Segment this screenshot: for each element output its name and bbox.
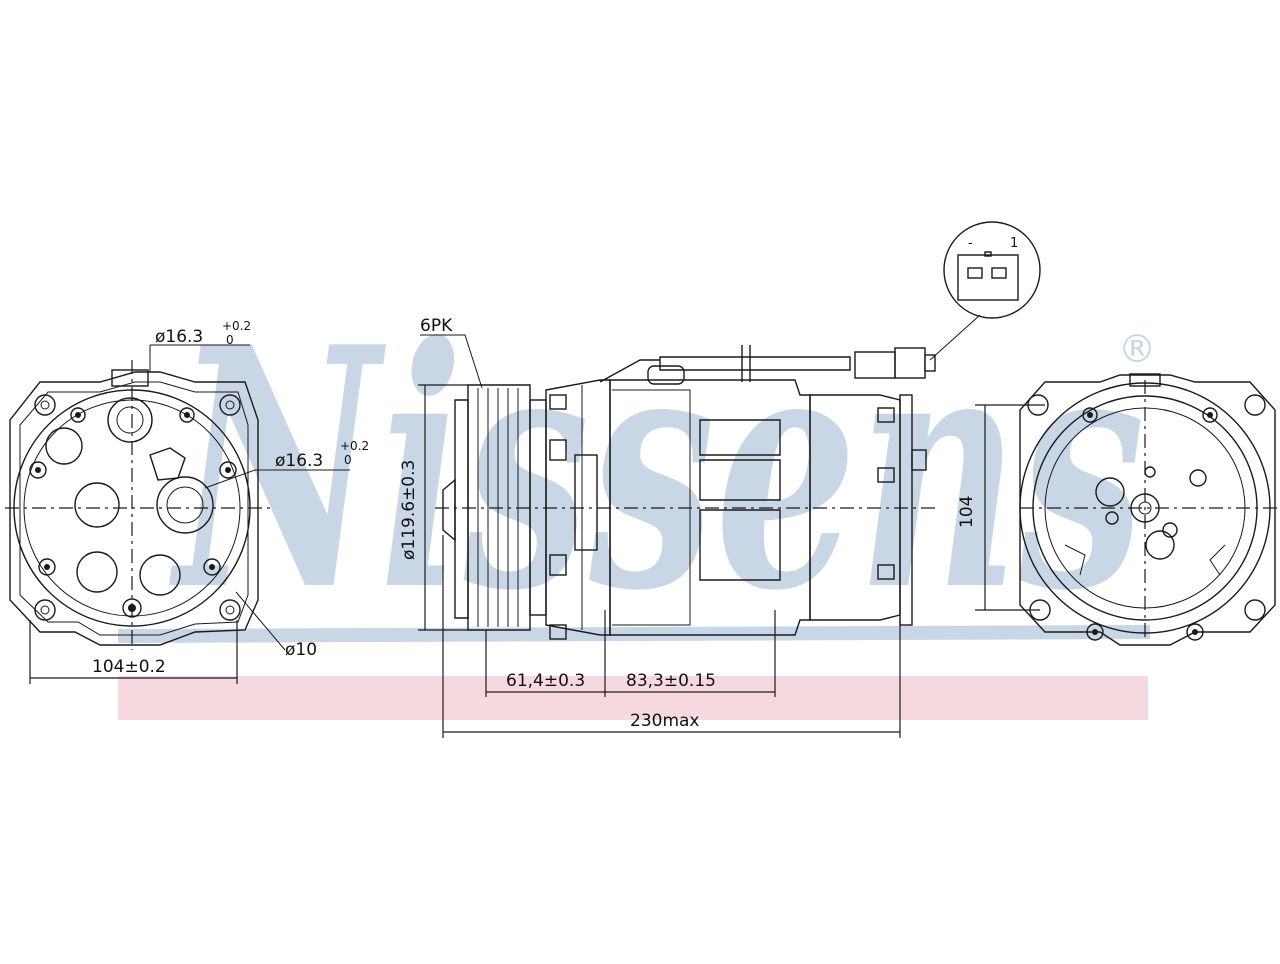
port-side-tol-upper: +0.2	[340, 439, 369, 453]
dim-mount-spacing-label: 83,3±0.15	[626, 671, 716, 691]
watermark-stripe	[118, 676, 1148, 720]
connector-pin-label-2: 1	[1010, 236, 1018, 251]
port-top-tol-upper: +0.2	[222, 319, 251, 333]
pulley-diameter-label: ø119.6±0.3	[399, 460, 419, 560]
front-view	[975, 373, 1278, 646]
overall-length-label: 230max	[630, 711, 700, 731]
connector-pin-label-1: -	[968, 236, 973, 251]
port-side-label: ø16.3	[275, 451, 323, 471]
mount-spacing-left-label: 104±0.2	[92, 657, 166, 677]
port-top-tol-lower: 0	[226, 333, 234, 347]
watermark-swoosh	[117, 625, 1151, 643]
pulley-grooves-label: 6PK	[420, 316, 453, 336]
dim-pulley-to-mount-label: 61,4±0.3	[506, 671, 585, 691]
side-view	[418, 221, 1041, 738]
hole-dia-label: ø10	[285, 640, 317, 660]
port-top-label: ø16.3	[155, 327, 203, 347]
watermark-logo: Nissens	[168, 275, 1145, 663]
port-side-tol-lower: 0	[344, 453, 352, 467]
registered-mark: ®	[1118, 327, 1156, 371]
rear-view	[5, 344, 350, 684]
mount-height-right-label: 104	[957, 496, 977, 528]
